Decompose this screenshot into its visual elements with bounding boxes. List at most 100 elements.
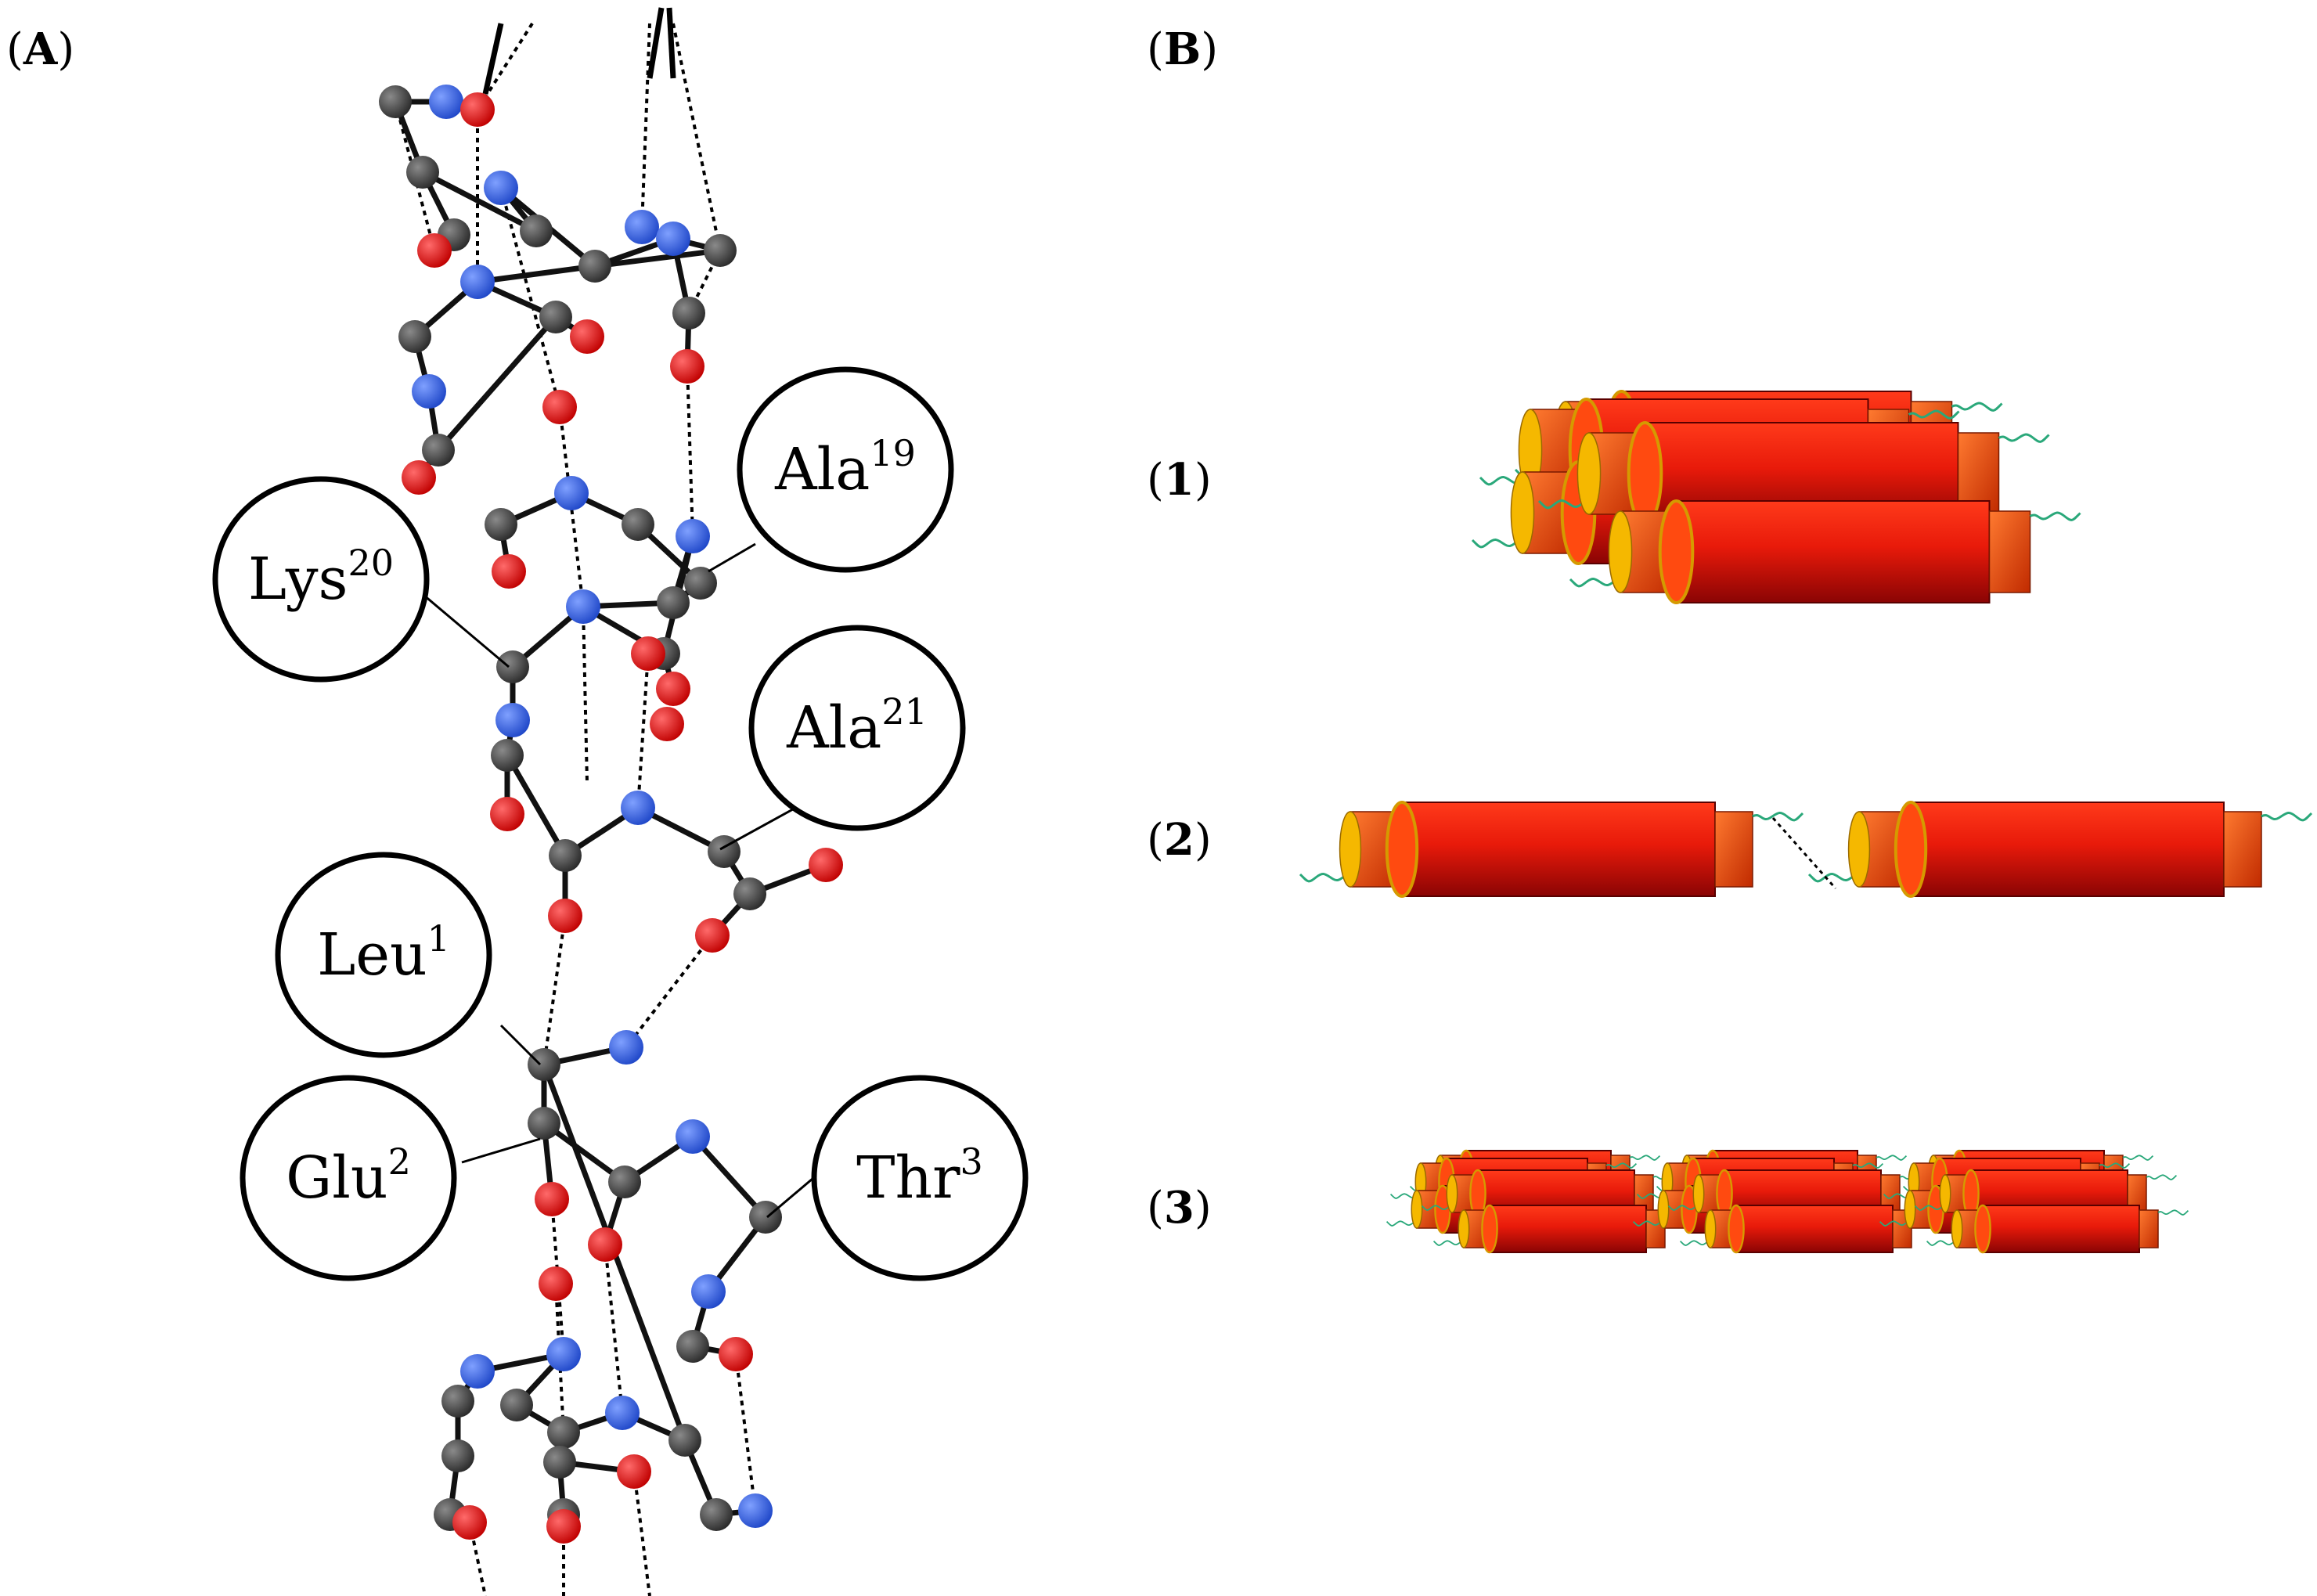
oxygen-atom: [548, 899, 582, 933]
residue-connectors: [418, 542, 819, 1219]
oxygen-atom: [492, 554, 526, 589]
row-1-label: (1): [1147, 454, 1212, 506]
oxygen-atom: [695, 918, 730, 953]
peptide-tail: [1299, 873, 1351, 883]
peptide-tail: [2099, 1162, 2131, 1169]
nitrogen-atom: [676, 519, 710, 553]
oxygen-atom: [402, 460, 436, 495]
nitrogen-atom: [609, 1030, 643, 1065]
peptide-tail: [1951, 402, 2003, 412]
oxygen-atom: [546, 1509, 581, 1544]
carbon-atom: [539, 301, 572, 333]
oxygen-atom: [539, 1266, 573, 1301]
carbon-atom: [547, 1416, 580, 1449]
hydrogen-bond: [554, 1283, 565, 1433]
peptide-tail: [2029, 511, 2081, 521]
carbon-atom: [733, 877, 766, 910]
svg-text:Ala21: Ala21: [786, 690, 928, 762]
nitrogen-atom: [676, 1119, 710, 1154]
peptide-tail: [1908, 409, 1960, 420]
oxygen-atom: [588, 1227, 622, 1262]
carbon-atom: [422, 434, 455, 467]
nitrogen-atom: [460, 1354, 495, 1389]
nitrogen-atom: [412, 374, 446, 409]
covalent-bond: [420, 169, 539, 234]
backbone-bond: [666, 7, 676, 79]
residue-label-leu1: Leu1: [275, 852, 492, 1058]
oxygen-atom: [490, 797, 524, 831]
oxygen-atom: [656, 672, 690, 706]
oxygen-atom: [631, 636, 665, 671]
nitrogen-atom: [621, 791, 655, 825]
helix-cylinder: [1926, 1204, 2189, 1254]
oxygen-atom: [460, 92, 495, 127]
carbon-atom: [608, 1165, 641, 1198]
carbon-atom: [485, 508, 517, 541]
backbone-bond: [482, 23, 504, 95]
svg-text:Thr3: Thr3: [856, 1140, 983, 1212]
covalent-bond: [435, 314, 559, 453]
peptide-tail: [1998, 433, 2050, 443]
carbon-atom: [657, 586, 690, 619]
helix-pair-row-2: [1299, 801, 2313, 898]
peptide-tail: [1807, 873, 1860, 883]
helix-cylinder: [1569, 499, 2081, 604]
oxygen-atom: [535, 1182, 569, 1216]
svg-text:Glu2: Glu2: [286, 1140, 411, 1212]
helix-cylinder: [1807, 801, 2313, 898]
peptide-tail: [1421, 1205, 1453, 1211]
hydrogen-bond: [542, 915, 567, 1065]
hydrogen-bond: [499, 187, 561, 408]
covalent-bond: [690, 1133, 769, 1220]
carbon-atom: [622, 508, 654, 541]
row-2-label: (2): [1147, 814, 1212, 866]
residue-label-lys20: Lys20: [212, 476, 430, 683]
carbon-atom: [491, 739, 524, 772]
covalent-bond: [592, 247, 723, 269]
nitrogen-atom: [554, 476, 589, 510]
carbon-atom: [528, 1048, 560, 1081]
carbon-atom: [496, 650, 529, 683]
nitrogen-atom: [656, 222, 690, 256]
carbon-atom: [704, 234, 737, 267]
covalent-bond: [541, 1120, 628, 1185]
peptide-tail: [1432, 1240, 1465, 1246]
carbon-atom: [441, 1385, 474, 1418]
carbon-atom: [672, 297, 705, 330]
hydrogen-bond: [582, 606, 589, 784]
hydrogen-bond: [734, 1353, 757, 1511]
svg-text:Leu1: Leu1: [317, 917, 450, 989]
carbon-atom: [406, 156, 439, 189]
oxygen-atom: [570, 319, 604, 354]
svg-text:Ala19: Ala19: [774, 432, 916, 503]
panel-b: (B) (1) (2) (3): [1147, 23, 2313, 1254]
hydrogen-bond: [625, 934, 714, 1049]
carbon-atom: [543, 1446, 576, 1479]
oxygen-atom: [670, 349, 704, 384]
oxygen-atom: [719, 1337, 753, 1371]
residue-label-thr3: Thr3: [811, 1075, 1029, 1281]
carbon-atom: [528, 1107, 560, 1140]
carbon-atom: [500, 1389, 533, 1421]
nitrogen-atom: [691, 1274, 726, 1309]
hydrogen-bond: [604, 1244, 624, 1414]
nitrogen-atom: [429, 85, 463, 119]
oxygen-atom: [542, 390, 577, 424]
covalent-bond: [504, 752, 568, 859]
panel-a: (A) Lys20 Ala19 Ala21 Leu1: [6, 7, 1029, 1596]
carbon-atom: [520, 214, 553, 247]
nitrogen-atom: [605, 1396, 640, 1430]
helix-cylinder: [1299, 801, 1804, 898]
oxygen-atom: [650, 707, 684, 741]
peptide-tail: [1852, 1162, 1884, 1169]
nitrogen-atom: [625, 210, 659, 244]
residue-label-ala19: Ala19: [737, 366, 954, 573]
peptide-tail: [2157, 1209, 2189, 1216]
peptide-tail: [1386, 1220, 1418, 1227]
hydrogen-bond: [686, 366, 694, 537]
panel-a-label: (A): [6, 23, 74, 75]
peptide-tail: [1876, 1155, 1908, 1161]
peptide-tail: [1537, 499, 1590, 510]
small-helix-bundle: [1386, 1149, 1696, 1254]
